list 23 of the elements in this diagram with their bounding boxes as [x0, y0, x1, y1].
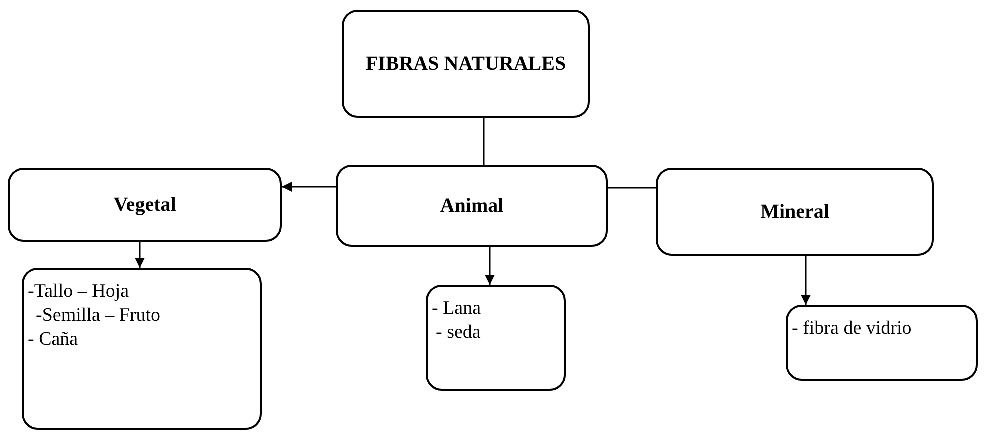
list-box: [786, 305, 978, 381]
box-title: Animal: [440, 194, 504, 218]
box-title: Mineral: [760, 200, 830, 224]
category-box: [336, 165, 608, 247]
list-item: -Semilla – Fruto: [35, 304, 161, 328]
list-item: -Tallo – Hoja: [28, 280, 130, 304]
box-title: FIBRAS NATURALES: [366, 52, 566, 76]
connector-line: [483, 118, 485, 165]
list-box: [22, 268, 262, 430]
box-title: Vegetal: [114, 193, 176, 217]
list-item: - seda: [435, 320, 481, 344]
category-box: [656, 168, 934, 256]
connector-line: [608, 187, 656, 189]
arrow: [135, 242, 145, 268]
arrow: [282, 182, 336, 192]
list-item: - fibra de vidrio: [792, 317, 912, 341]
category-box: [8, 168, 282, 242]
list-box: [426, 285, 566, 391]
list-item: - Caña: [28, 328, 78, 352]
arrow: [485, 247, 495, 285]
list-item: - Lana: [432, 297, 482, 321]
category-box: [342, 10, 590, 118]
arrow: [801, 256, 811, 305]
